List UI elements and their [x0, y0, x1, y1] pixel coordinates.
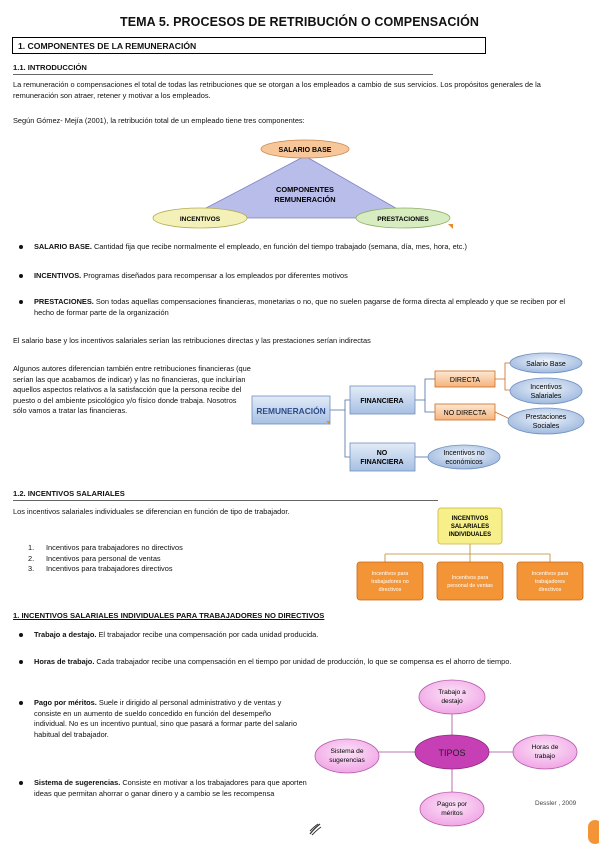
directa-label: DIRECTA [450, 377, 481, 384]
remuneration-tree-diagram: REMUNERACIÓN FINANCIERA NO FINANCIERA DI… [251, 352, 585, 472]
no-directa-label: NO DIRECTA [444, 410, 487, 417]
list-item: 2.Incentivos para personal de ventas [28, 553, 161, 563]
incentivos-no-label-2: económicos [445, 459, 483, 466]
tipos-top-label-1: Trabajo a [438, 689, 466, 696]
triangle-center-line2: REMUNERACIÓN [274, 195, 335, 204]
list-item: 3.Incentivos para trabajadores directivo… [28, 564, 173, 574]
org-child1-label-3: directivos [379, 587, 402, 593]
org-top-label-2: SALARIALES [451, 524, 489, 530]
incentivos-no-label-1: Incentivos no [443, 450, 484, 457]
salario-base-ellipse [260, 139, 350, 159]
subsection-heading-intro: 1.1. INTRODUCCIÓN [13, 63, 87, 72]
prestaciones-ellipse [355, 207, 451, 229]
salario-base-leaf-label: Salario Base [526, 361, 566, 368]
org-child-2 [436, 561, 504, 601]
page-title: TEMA 5. PROCESOS DE RETRIBUCIÓN O COMPEN… [119, 15, 480, 29]
tipos-center-ellipse [414, 734, 490, 770]
no-directa-node [434, 403, 496, 421]
org-child-1 [356, 561, 424, 601]
org-child3-label-3: directivos [539, 587, 562, 593]
triangle-right-label: PRESTACIONES [377, 216, 429, 223]
subsection-rule-2 [13, 500, 438, 501]
directa-node [434, 370, 496, 388]
components-bullet-list-2: INCENTIVOS. Programas diseñados para rec… [13, 271, 585, 282]
org-child3-label-2: trabajadores [535, 579, 565, 585]
tipos-right-ellipse [512, 734, 578, 770]
incentivos-ellipse [152, 207, 248, 229]
direct-note: El salario base y los incentivos salaria… [13, 336, 371, 345]
incentivos-leaf [509, 377, 583, 405]
org-child-3 [516, 561, 584, 601]
incentivos-org-chart: INCENTIVOS SALARIALES INDIVIDUALES Incen… [356, 507, 584, 601]
org-child2-label-2: personal de ventas [447, 583, 493, 589]
prestaciones-leaf-label-1: Prestaciones [526, 414, 567, 421]
org-top-node [437, 507, 503, 545]
incentivos-leaf-label-2: Salariales [531, 393, 562, 400]
no-directivos-bullet-3: Pago por méritos. Suele ir dirigido al p… [13, 698, 303, 740]
no-financiera-label-1: NO [377, 450, 388, 457]
tipos-right-label-2: trabajo [535, 753, 555, 760]
incentivos-no-economicos-leaf [427, 444, 501, 470]
org-top-label-1: INCENTIVOS [452, 516, 489, 522]
list-item: Sistema de sugerencias. Consiste en moti… [13, 778, 313, 799]
components-bullet-list: SALARIO BASE. Cantidad fija que recibe n… [13, 242, 585, 253]
page-tab-marker [588, 820, 599, 844]
tipos-center-label: TIPOS [438, 748, 465, 758]
salario-base-leaf [509, 352, 583, 374]
triangle-left-label: INCENTIVOS [180, 216, 221, 223]
remuneracion-label: REMUNERACIÓN [256, 405, 325, 416]
tipos-left-ellipse [314, 738, 380, 774]
org-child2-label-1: Incentivos para [452, 575, 489, 581]
incentivos-leaf-label-1: Incentivos [530, 384, 562, 391]
no-financiera-label-2: FINANCIERA [360, 459, 403, 466]
financiera-node [349, 385, 416, 415]
no-directivos-bullet-1: Trabajo a destajo. El trabajador recibe … [13, 630, 585, 641]
org-top-label-3: INDIVIDUALES [449, 532, 491, 538]
tipos-left-label-1: Sistema de [331, 748, 364, 755]
triangle-top-label: SALARIO BASE [279, 147, 332, 154]
list-item: Horas de trabajo. Cada trabajador recibe… [13, 657, 585, 668]
tipos-bottom-label-1: Pagos por [437, 801, 468, 808]
prestaciones-leaf-label-2: Sociales [533, 423, 560, 430]
source-citation: Dessler , 2009 [535, 800, 577, 807]
components-bullet-list-3: PRESTACIONES. Son todas aquellas compens… [13, 297, 579, 318]
financiera-label: FINANCIERA [360, 398, 403, 405]
tipos-radial-diagram: Trabajo a destajo TIPOS Sistema de suger… [314, 679, 578, 827]
list-item: Pago por méritos. Suele ir dirigido al p… [13, 698, 303, 740]
list-item: INCENTIVOS. Programas diseñados para rec… [13, 271, 585, 282]
tipos-top-label-2: destajo [441, 698, 463, 705]
tipos-bottom-label-2: méritos [441, 810, 463, 817]
prestaciones-leaf [507, 407, 585, 435]
subsection-heading-no-directivos: 1. INCENTIVOS SALARIALES INDIVIDUALES PA… [13, 611, 325, 620]
tipos-top-ellipse [418, 679, 486, 715]
org-child1-label-1: Incentivos para [372, 571, 409, 577]
components-triangle-diagram: SALARIO BASE COMPONENTES REMUNERACIÓN IN… [152, 139, 453, 229]
section-heading-box: 1. COMPONENTES DE LA REMUNERACIÓN [12, 37, 486, 54]
list-item: SALARIO BASE. Cantidad fija que recibe n… [13, 242, 585, 253]
incentivos-numbered-list: 1.Incentivos para trabajadores no direct… [25, 543, 325, 575]
list-item: 1.Incentivos para trabajadores no direct… [28, 543, 183, 552]
list-item: Trabajo a destajo. El trabajador recibe … [13, 630, 585, 641]
tipos-left-label-2: sugerencias [329, 757, 365, 764]
tipos-right-label-1: Horas de [532, 744, 559, 751]
remuneracion-node [251, 395, 331, 425]
org-child1-label-2: trabajadores no [371, 579, 408, 585]
no-directivos-bullet-2: Horas de trabajo. Cada trabajador recibe… [13, 657, 585, 668]
footer-logo-icon [309, 823, 322, 836]
org-child3-label-1: Incentivos para [532, 571, 569, 577]
incentivos-paragraph: Los incentivos salariales individuales s… [13, 507, 290, 516]
triangle-center-line1: COMPONENTES [276, 185, 334, 194]
gomez-paragraph: Según Gómez- Mejía (2001), la retribució… [13, 116, 305, 125]
intro-paragraph: La remuneración o compensaciones el tota… [13, 80, 541, 100]
no-directivos-bullet-4: Sistema de sugerencias. Consiste en moti… [13, 778, 313, 799]
tipos-bottom-ellipse [419, 791, 485, 827]
no-financiera-node [349, 442, 416, 472]
subsection-rule [13, 74, 433, 75]
subsection-heading-incentivos: 1.2. INCENTIVOS SALARIALES [13, 489, 125, 498]
authors-paragraph: Algunos autores diferencian también entr… [13, 364, 251, 416]
list-item: PRESTACIONES. Son todas aquellas compens… [13, 297, 579, 318]
